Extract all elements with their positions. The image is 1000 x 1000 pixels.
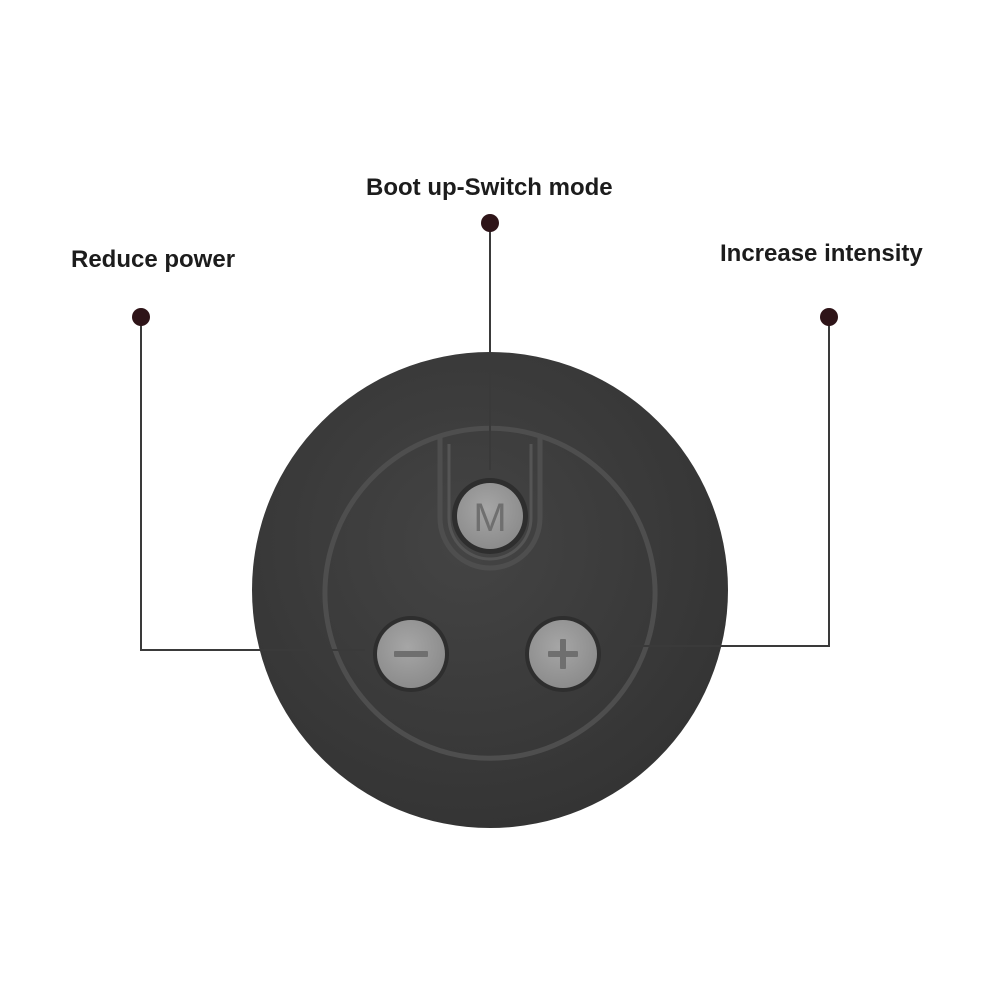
plus-callout-dot [820,308,838,326]
minus-callout-dot [132,308,150,326]
minus-leader-line [140,317,365,651]
minus-icon [394,651,428,657]
increase-intensity-callout-label: Increase intensity [720,240,923,267]
reduce-power-callout-label: Reduce power [71,246,236,273]
mode-callout-dot [481,214,499,232]
button-panel-outline [322,425,658,761]
mode-button[interactable]: M [452,478,528,554]
mode-callout-label: Boot up-Switch mode [366,174,613,201]
mode-button-channel [437,436,543,571]
plus-icon [548,639,578,669]
increase-intensity-button[interactable] [525,616,601,692]
m-letter-icon: M [473,496,506,540]
plus-leader-line [610,317,830,647]
mode-button-channel-inner [447,444,533,561]
reduce-power-button[interactable] [373,616,449,692]
